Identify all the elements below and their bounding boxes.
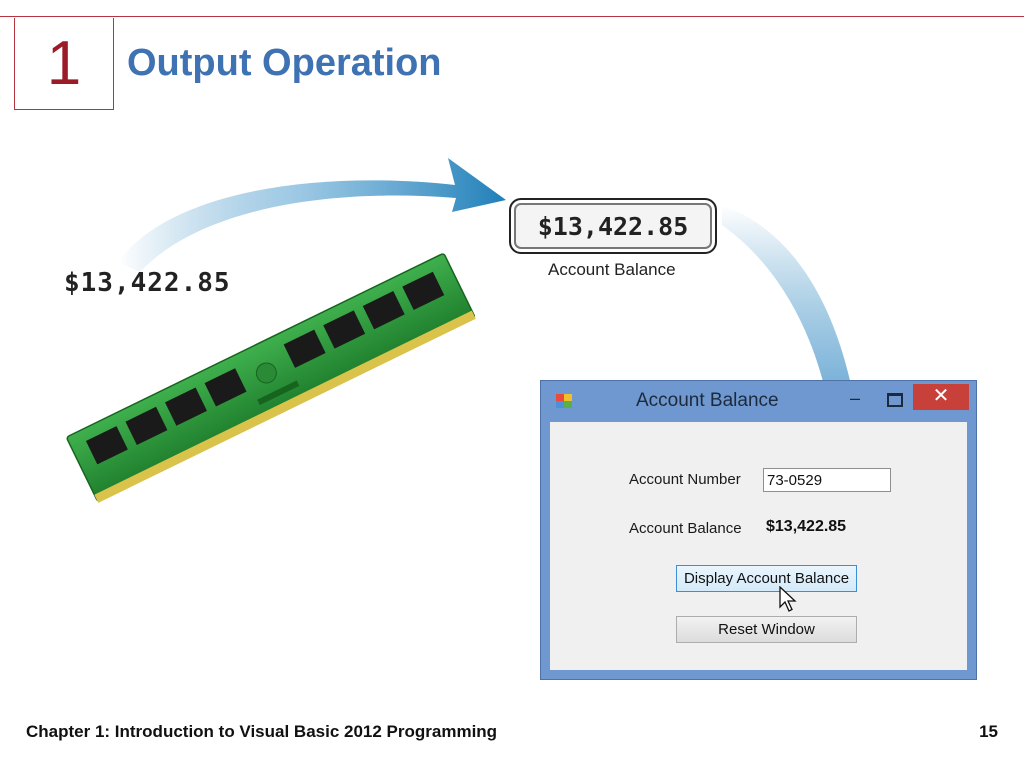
chapter-number-box: 1: [14, 18, 114, 110]
memory-value: $13,422.85: [64, 268, 231, 298]
account-balance-label: Account Balance: [629, 520, 742, 537]
display-account-balance-button[interactable]: Display Account Balance: [676, 565, 857, 592]
reset-window-button[interactable]: Reset Window: [676, 616, 857, 643]
window-titlebar[interactable]: Account Balance – ✕: [541, 381, 976, 421]
app-icon: [556, 394, 572, 408]
account-number-input[interactable]: [763, 468, 891, 492]
ram-module: [66, 253, 476, 503]
account-number-label: Account Number: [629, 471, 741, 488]
account-balance-value: $13,422.85: [766, 518, 847, 535]
variable-value: $13,422.85: [537, 211, 689, 241]
mouse-pointer-icon: [779, 586, 797, 612]
maximize-button[interactable]: [881, 389, 907, 411]
page-number: 15: [979, 722, 998, 741]
arrow-to-variable: [118, 158, 506, 272]
variable-caption: Account Balance: [548, 260, 676, 279]
slide-title: Output Operation: [127, 42, 442, 84]
close-button[interactable]: ✕: [913, 384, 969, 410]
account-balance-window: Account Balance – ✕ Account Number Accou…: [540, 380, 977, 680]
chapter-number: 1: [46, 29, 82, 98]
top-rule: [0, 16, 1024, 17]
variable-box: $13,422.85: [509, 198, 717, 254]
minimize-button[interactable]: –: [849, 388, 860, 408]
window-client-area: Account Number Account Balance $13,422.8…: [550, 422, 967, 670]
window-title: Account Balance: [636, 390, 779, 411]
footer-text: Chapter 1: Introduction to Visual Basic …: [26, 722, 498, 741]
